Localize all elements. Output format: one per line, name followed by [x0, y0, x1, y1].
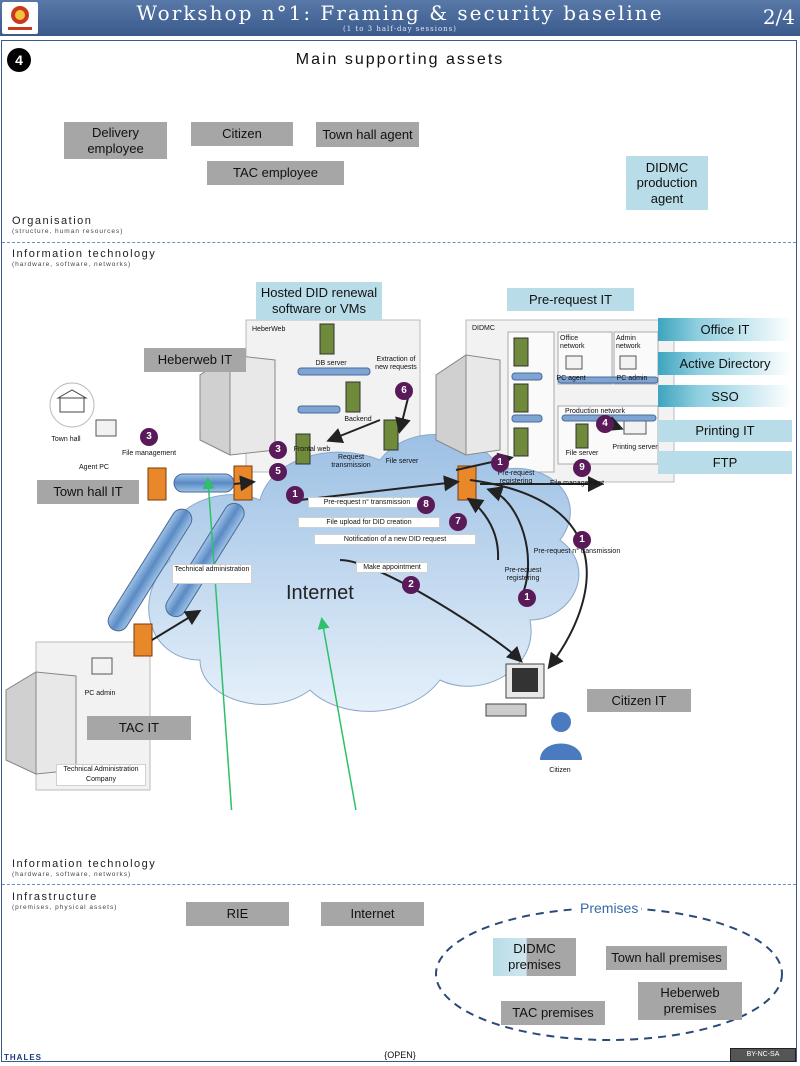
- infrastructure-layer-title: Infrastructure: [12, 891, 98, 903]
- thales-logo: THALES: [4, 1053, 42, 1062]
- internet-link-arrow: [317, 617, 357, 810]
- delivery-employee-box: Delivery employee: [64, 122, 167, 159]
- prerequest-it-box: Pre-request IT: [507, 288, 634, 311]
- prerequest-registering-label-1: Pre-request registering: [497, 470, 535, 486]
- file-server-label-2: File server: [565, 450, 599, 457]
- license-badge: BY-NC-SA: [730, 1048, 796, 1062]
- citizen-figure-label: Citizen: [549, 767, 571, 774]
- step-marker: 4: [596, 415, 614, 433]
- ftp-box: FTP: [658, 451, 792, 474]
- town-hall-premises-box: Town hall premises: [606, 946, 727, 970]
- pc-agent-label: PC agent: [556, 375, 586, 382]
- printing-it-box: Printing IT: [658, 420, 792, 442]
- organisation-layer-title: Organisation: [12, 215, 93, 227]
- it-layer-sub-bottom: (hardware, software, networks): [12, 871, 132, 878]
- page-title: Workshop n°1: Framing & security baselin…: [136, 1, 664, 25]
- make-appointment-label: Make appointment: [356, 562, 428, 573]
- admin-network-label: Admin network: [616, 335, 641, 351]
- db-server-label: DB server: [315, 360, 347, 367]
- tac-premises-box: TAC premises: [501, 1001, 605, 1025]
- it-layer-sub: (hardware, software, networks): [12, 261, 132, 268]
- step-marker: 1: [286, 486, 304, 504]
- town-hall-label: Town hall: [51, 436, 81, 443]
- step-marker: 7: [449, 513, 467, 531]
- it-layer-title-bottom: Information technology: [12, 858, 157, 870]
- didmc-agent-box: DIDMC production agent: [626, 156, 708, 210]
- citizen-pc: [485, 663, 545, 717]
- anssi-logo: [2, 2, 38, 34]
- citizen-figure: [540, 712, 582, 760]
- rie-link-arrow: [202, 477, 233, 810]
- file-upload-label: File upload for DID creation: [298, 517, 440, 528]
- step-marker: 2: [402, 576, 420, 594]
- file-management-label-1: File management: [121, 450, 177, 457]
- tech-admin-label: Technical administration: [172, 564, 252, 584]
- prerequest-transmission-label-1: Pre-request n° transmission: [308, 497, 426, 508]
- extraction-label: Extraction of new requests: [375, 356, 417, 372]
- classification-label: {OPEN}: [384, 1050, 416, 1060]
- tac-employee-box: TAC employee: [207, 161, 344, 185]
- step-marker: 5: [269, 463, 287, 481]
- notification-label: Notification of a new DID request: [314, 534, 476, 545]
- section-title: Main supporting assets: [295, 51, 505, 68]
- agent-pc-label: Agent PC: [79, 464, 109, 471]
- header-bar: [0, 0, 800, 36]
- citizen-box: Citizen: [191, 122, 293, 146]
- step-marker: 9: [573, 459, 591, 477]
- request-transmission-label: Request transmission: [331, 454, 371, 470]
- internet-cloud-label: Internet: [286, 582, 354, 604]
- layer-divider: [2, 884, 796, 885]
- content-frame: [1, 40, 797, 1062]
- tac-building: [5, 671, 77, 775]
- production-network-label: Production network: [565, 408, 625, 415]
- internet-infra-box: Internet: [321, 902, 424, 926]
- heberweb-it-box: Heberweb IT: [144, 348, 246, 372]
- step-marker: 6: [395, 382, 413, 400]
- sso-box: SSO: [658, 385, 792, 407]
- backend-label: Backend: [344, 416, 372, 423]
- heberweb-panel-label: HeberWeb: [252, 326, 286, 333]
- heberweb-premises-box: Heberweb premises: [638, 982, 742, 1020]
- town-hall-icon: [49, 382, 95, 428]
- page-subtitle: (1 to 3 half-day sessions): [342, 25, 457, 33]
- file-server-label-1: File server: [385, 458, 419, 465]
- town-hall-it-box: Town hall IT: [37, 480, 139, 504]
- tac-company-label: Technical Administration Company: [56, 764, 146, 786]
- step-marker: 3: [269, 441, 287, 459]
- active-directory-box: Active Directory: [658, 352, 792, 375]
- rie-box: RIE: [186, 902, 289, 926]
- prerequest-registering-label-2: Pre-request registering: [504, 567, 542, 583]
- frontal-web-label: Frontal web: [293, 446, 331, 453]
- pc-admin-label-1: PC admin: [616, 375, 648, 382]
- step-marker: 1: [573, 531, 591, 549]
- premises-ellipse: [435, 907, 783, 1041]
- step-marker: 1: [518, 589, 536, 607]
- infrastructure-layer-sub: (premises, physical assets): [12, 904, 118, 911]
- page-number: 2/4: [762, 5, 795, 29]
- didmc-premises-box: DIDMC premises: [493, 938, 576, 976]
- town-hall-agent-box: Town hall agent: [316, 122, 419, 147]
- office-it-box: Office IT: [658, 318, 792, 341]
- step-badge: 4: [7, 48, 31, 72]
- step-marker: 1: [491, 454, 509, 472]
- step-marker: 3: [140, 428, 158, 446]
- office-network-label: Office network: [560, 335, 585, 351]
- citizen-it-box: Citizen IT: [587, 689, 691, 712]
- premises-title: Premises: [577, 900, 642, 916]
- it-layer-title: Information technology: [12, 248, 157, 260]
- hosted-did-box: Hosted DID renewal software or VMs: [256, 282, 382, 320]
- didmc-building: [435, 354, 501, 456]
- prerequest-transmission-label-2: Pre-request n° transmission: [533, 548, 621, 555]
- printing-server-label: Printing server: [612, 444, 658, 451]
- tac-it-box: TAC IT: [87, 716, 191, 740]
- pc-admin-label-2: PC admin: [84, 690, 116, 697]
- step-marker: 8: [417, 496, 435, 514]
- file-management-label-2: File management: [549, 480, 605, 487]
- didmc-panel-label: DIDMC: [472, 325, 495, 332]
- layer-divider: [2, 242, 796, 243]
- organisation-layer-sub: (structure, human resources): [12, 228, 124, 235]
